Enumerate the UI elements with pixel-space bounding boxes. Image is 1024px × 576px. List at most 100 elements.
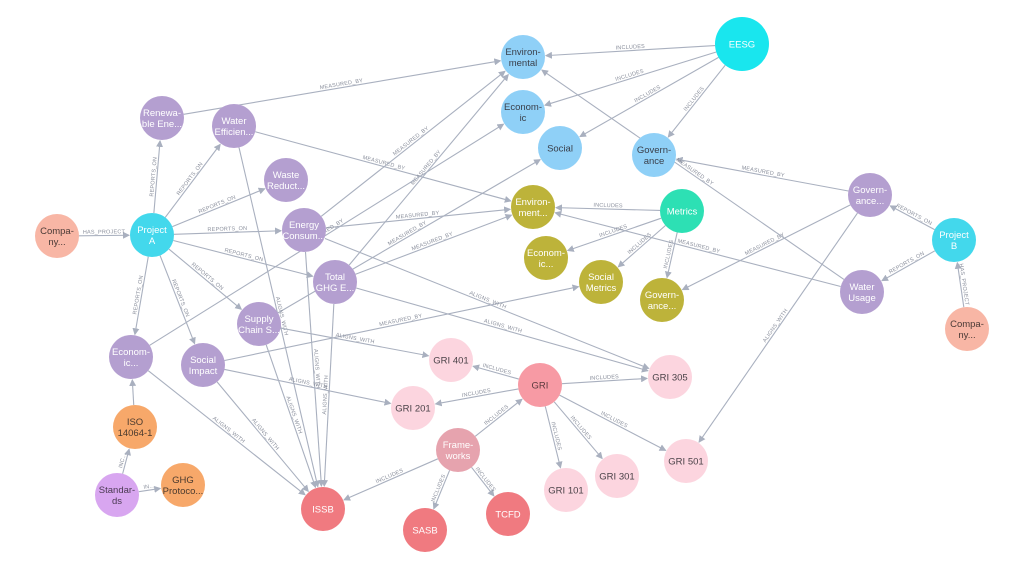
- edge-project-a-to-social-impact[interactable]: REPORTS_ON: [159, 255, 196, 345]
- node-economic-top[interactable]: Econom-ic: [501, 90, 545, 134]
- edge-frameworks-to-gri[interactable]: INCLUDES: [474, 398, 523, 437]
- node-economic-proj[interactable]: Econom-ic...: [109, 335, 153, 379]
- edge-line: [153, 139, 164, 214]
- node-energy[interactable]: EnergyConsum...: [282, 208, 326, 252]
- node-label: Govern-: [853, 185, 887, 196]
- node-label: Econom-: [112, 347, 150, 358]
- node-gri301[interactable]: GRI 301: [595, 454, 639, 498]
- node-gri[interactable]: GRI: [518, 363, 562, 407]
- edge-project-a-to-waste[interactable]: REPORTS_ON: [172, 187, 266, 228]
- node-eesg[interactable]: EESG: [715, 17, 769, 71]
- node-label: B: [951, 241, 957, 252]
- node-renewable[interactable]: Renewa-ble Ene...: [140, 96, 184, 140]
- node-label: Metrics: [586, 283, 617, 294]
- edge-line: [343, 458, 439, 501]
- node-label: Govern-: [637, 145, 671, 156]
- edge-project-b-to-governance-proj[interactable]: REPORTS_ON: [889, 203, 935, 231]
- edge-project-a-to-renewable[interactable]: REPORTS_ON: [149, 139, 164, 214]
- edge-energy-to-environ-metric[interactable]: MEASURED_BY: [325, 206, 512, 229]
- edge-energy-to-environmental[interactable]: MEASURED_BY: [320, 70, 506, 217]
- edge-gri-to-gri101[interactable]: INCLUDES: [544, 406, 563, 469]
- node-governance-top[interactable]: Govern-ance: [632, 133, 676, 177]
- edge-standards-to-ghg-protocol[interactable]: IN...: [138, 483, 162, 493]
- node-gri305[interactable]: GRI 305: [648, 355, 692, 399]
- node-waste[interactable]: WasteReduct...: [264, 158, 308, 202]
- node-econ-metric[interactable]: Econom-ic...: [524, 236, 568, 280]
- edge-company-b-to-project-b[interactable]: HAS_PROJECT: [954, 261, 970, 308]
- node-circle: [715, 17, 769, 71]
- node-ghg-protocol[interactable]: GHGProtoco...: [161, 463, 205, 507]
- edge-supply-chain-to-gri401[interactable]: ALIGNS_WITH: [280, 327, 430, 359]
- edge-metrics-to-social-metrics[interactable]: INCLUDES: [617, 225, 666, 268]
- node-governance-proj[interactable]: Govern-ance...: [848, 173, 892, 217]
- node-circle: [429, 338, 473, 382]
- node-label: Econom-: [504, 102, 542, 113]
- edge-line: [579, 56, 719, 138]
- edge-line: [664, 232, 678, 279]
- node-standards[interactable]: Standar-ds: [95, 473, 139, 517]
- node-frameworks[interactable]: Frame-works: [436, 428, 480, 472]
- edge-line: [280, 327, 430, 359]
- edge-gri-to-gri401[interactable]: INCLUDES: [472, 363, 519, 380]
- edge-eesg-to-economic-top[interactable]: INCLUDES: [544, 51, 717, 107]
- edge-line: [132, 256, 149, 336]
- edge-social-impact-to-gri201[interactable]: ALIGNS_WITH: [224, 368, 392, 406]
- node-label: ance...: [856, 196, 885, 207]
- node-label: ISO: [127, 417, 143, 428]
- node-circle: [632, 133, 676, 177]
- node-gov-metric[interactable]: Govern-ance...: [640, 278, 684, 322]
- node-gri101[interactable]: GRI 101: [544, 468, 588, 512]
- edge-gri-to-gri305[interactable]: INCLUDES: [561, 374, 649, 385]
- node-company-a[interactable]: Compa-ny...: [35, 214, 79, 258]
- edge-standards-to-iso[interactable]: INC...: [118, 448, 131, 474]
- node-metrics[interactable]: Metrics: [660, 189, 704, 233]
- edge-eesg-to-governance-top[interactable]: INCLUDES: [667, 64, 726, 138]
- edge-total-ghg-to-environ-metric[interactable]: MEASURED_BY: [355, 213, 513, 275]
- node-sasb[interactable]: SASB: [403, 508, 447, 552]
- node-circle: [109, 335, 153, 379]
- node-tcfd[interactable]: TCFD: [486, 492, 530, 536]
- node-gri401[interactable]: GRI 401: [429, 338, 473, 382]
- node-label: Protoco...: [163, 486, 204, 497]
- node-issb[interactable]: ISSB: [301, 487, 345, 531]
- node-label: Water: [222, 116, 247, 127]
- edge-company-a-to-project-a[interactable]: HAS_PROJECT: [78, 229, 131, 239]
- node-gri201[interactable]: GRI 201: [391, 386, 435, 430]
- edge-frameworks-to-tcfd[interactable]: INCLUDES: [471, 466, 497, 497]
- edge-supply-chain-to-issb[interactable]: ALIGNS_WITH: [265, 344, 317, 489]
- node-social[interactable]: Social: [538, 126, 582, 170]
- edge-project-b-to-water-usage[interactable]: REPORTS_ON: [881, 250, 936, 282]
- edge-line: [159, 255, 196, 345]
- edge-metrics-to-gov-metric[interactable]: INCLUDES: [663, 232, 678, 279]
- edge-iso-to-economic-proj[interactable]: [129, 378, 137, 406]
- node-gri501[interactable]: GRI 501: [664, 439, 708, 483]
- node-environmental[interactable]: Environ-mental: [501, 35, 545, 79]
- node-environ-metric[interactable]: Environ-ment...: [511, 185, 555, 229]
- edge-total-ghg-to-environmental[interactable]: MEASURED_BY: [348, 73, 509, 266]
- node-label: Social: [588, 272, 614, 283]
- edge-metrics-to-environ-metric[interactable]: INCLUDES: [554, 203, 661, 212]
- node-water-eff[interactable]: WaterEfficien...: [212, 104, 256, 148]
- edge-project-a-to-economic-proj[interactable]: REPORTS_ON: [132, 256, 149, 336]
- node-label: Water: [850, 282, 875, 293]
- edge-project-a-to-energy[interactable]: REPORTS_ON: [173, 226, 283, 235]
- edge-governance-proj-to-gri501[interactable]: ALIGNS_WITH: [698, 212, 858, 443]
- edge-energy-to-issb[interactable]: ALIGNS_WITH: [304, 251, 325, 488]
- edge-total-ghg-to-issb[interactable]: ALIGNS_WITH: [321, 303, 335, 488]
- edge-gri-to-gri201[interactable]: INCLUDES: [434, 388, 519, 407]
- node-circle: [840, 270, 884, 314]
- edge-label: INC...: [118, 452, 128, 469]
- edge-label: MEASURED_BY: [392, 125, 430, 157]
- edge-eesg-to-environmental[interactable]: INCLUDES: [544, 44, 716, 59]
- node-company-b[interactable]: Compa-ny...: [945, 307, 989, 351]
- edge-frameworks-to-issb[interactable]: INCLUDES: [343, 458, 439, 501]
- edge-frameworks-to-sasb[interactable]: INCLUDES: [431, 470, 451, 510]
